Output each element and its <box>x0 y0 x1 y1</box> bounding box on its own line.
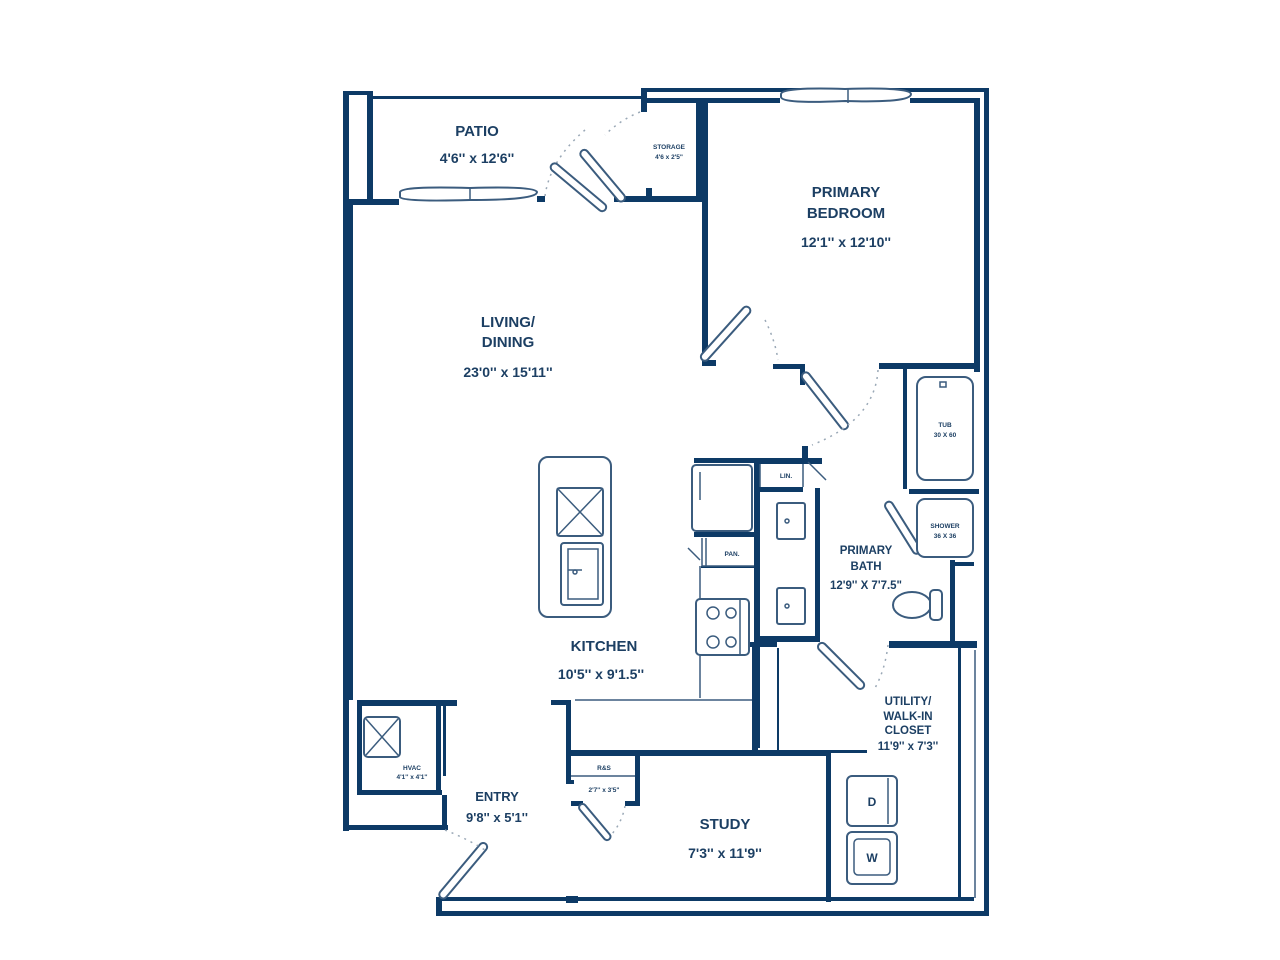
hvac-dims: 4'1'' x 4'1'' <box>397 774 428 781</box>
refrigerator <box>691 464 753 532</box>
entry-name: ENTRY <box>475 789 519 804</box>
study-name: STUDY <box>700 816 751 833</box>
bath-name-1: PRIMARY <box>840 545 893 557</box>
washer <box>846 831 898 885</box>
patio-door <box>544 111 641 213</box>
patio-dims: 4'6'' x 12'6'' <box>440 150 514 166</box>
living-name-1: LIVING/ <box>481 314 536 331</box>
tub-dims: 30 X 60 <box>934 432 957 439</box>
interior-walls <box>551 103 979 902</box>
bath-name-2: BATH <box>850 561 881 573</box>
doors <box>438 111 922 900</box>
bedroom-window <box>780 87 913 103</box>
kitchen-island <box>538 456 612 618</box>
bedroom-door <box>699 305 879 446</box>
bedroom-name-2: BEDROOM <box>807 205 885 222</box>
living-dims: 23'0'' x 15'11'' <box>463 364 552 380</box>
linen-door <box>807 461 827 481</box>
living-name-2: DINING <box>482 334 535 351</box>
shower-dims: 36 X 36 <box>934 533 957 540</box>
patio-window <box>399 186 545 202</box>
utility-door <box>817 641 889 691</box>
bath-dims: 12'9'' X 7'7.5" <box>830 580 902 592</box>
tub-label: TUB <box>938 422 952 429</box>
dryer-label: D <box>868 795 877 809</box>
pantry-label: PAN. <box>724 551 739 558</box>
dryer <box>846 775 898 827</box>
thin-lines <box>571 464 976 898</box>
stove <box>695 598 750 656</box>
bedroom-dims: 12'1'' x 12'10'' <box>801 234 891 250</box>
linen-label: LIN. <box>780 473 792 480</box>
fixture-labels: TUB 30 X 60 SHOWER 36 X 36 LIN. PAN. D W <box>724 422 959 865</box>
kitchen-dims: 10'5'' x 9'1.5'' <box>558 666 644 682</box>
entry-dims: 9'8'' x 5'1'' <box>466 810 528 825</box>
closet-name: R&S <box>597 765 611 772</box>
closet-door <box>578 802 626 842</box>
entry-door <box>438 829 489 900</box>
storage-name: STORAGE <box>653 144 686 151</box>
utility-dims: 11'9'' x 7'3'' <box>878 741 939 753</box>
utility-name-1: UTILITY/ <box>885 696 932 708</box>
study-dims: 7'3'' x 11'9'' <box>688 845 762 861</box>
utility-name-3: CLOSET <box>885 725 932 737</box>
utility-name-2: WALK-IN <box>883 711 932 723</box>
bedroom-name-1: PRIMARY <box>812 184 881 201</box>
shower <box>916 498 974 558</box>
vanity <box>776 502 806 625</box>
storage-dims: 4'6 x 2'5" <box>655 154 683 161</box>
closet-dims: 2'7'' x 3'5" <box>589 787 620 794</box>
patio-name: PATIO <box>455 123 499 140</box>
hvac-unit <box>363 716 401 758</box>
pantry-door <box>687 547 701 561</box>
shower-label: SHOWER <box>930 523 960 530</box>
kitchen-name: KITCHEN <box>571 638 638 655</box>
toilet <box>892 589 943 621</box>
room-labels: PATIO 4'6'' x 12'6'' STORAGE 4'6 x 2'5" … <box>397 123 939 861</box>
bathtub <box>916 376 974 481</box>
washer-label: W <box>866 851 878 865</box>
hvac-name: HVAC <box>403 765 421 772</box>
